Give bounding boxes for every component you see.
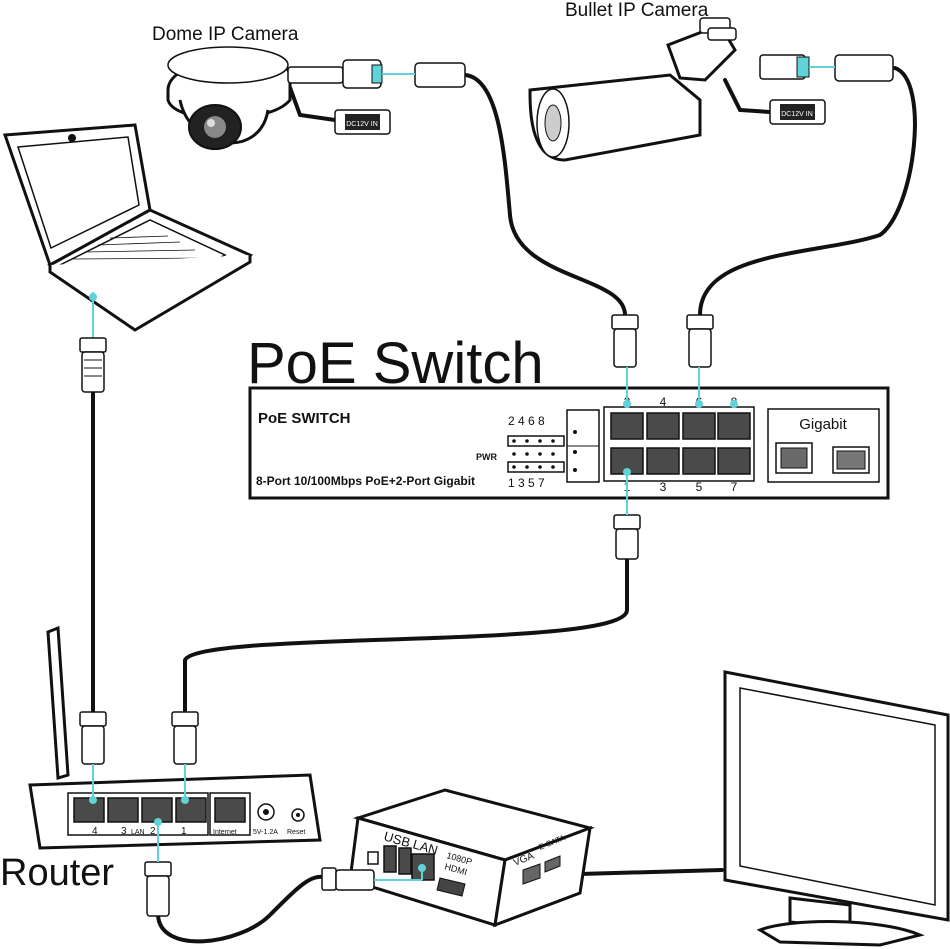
switch-port-label-7: 7	[731, 480, 738, 494]
poe-switch: PoE SWITCH 8-Port 10/100Mbps PoE+2-Port …	[248, 386, 890, 500]
router-port-3: 3	[121, 826, 127, 837]
router-port-4: 4	[92, 826, 98, 837]
cable-camera-power-dome	[286, 80, 337, 122]
nvr-box: USB LAN 1080P HDMI VGA E-SATA	[348, 788, 595, 928]
monitor	[723, 670, 950, 947]
switch-port-label-3: 3	[660, 480, 667, 494]
switch-ports-bottom	[610, 447, 751, 475]
switch-port-label-5: 5	[696, 480, 703, 494]
router-port-1: 1	[181, 826, 187, 837]
cable-switch-to-router	[183, 553, 629, 714]
dome-camera: DC12V IN	[166, 46, 466, 150]
switch-description: 8-Port 10/100Mbps PoE+2-Port Gigabit	[256, 474, 475, 488]
switch-led-even: 2 4 6 8	[508, 414, 545, 428]
dome-camera-label: Dome IP Camera	[152, 24, 299, 45]
laptop-plug	[79, 337, 107, 393]
router-links	[89, 764, 189, 862]
bullet-camera: DC12V IN	[528, 17, 894, 162]
dome-power-tag: DC12V IN	[346, 121, 378, 128]
switch-led-odd: 1 3 5 7	[508, 476, 545, 490]
bullet-power-tag: DC12V IN	[781, 111, 813, 118]
nvr-plug	[321, 867, 375, 891]
switch-title: PoE Switch	[247, 331, 544, 396]
switch-port-label-4: 4	[660, 395, 667, 409]
bullet-camera-label: Bullet IP Camera	[565, 0, 709, 21]
laptop	[2, 123, 254, 332]
cable-camera-power-bullet	[723, 78, 772, 114]
nvr-lan-label: LAN	[411, 836, 439, 857]
switch-plugs	[611, 314, 714, 560]
cable-dome-to-switch	[463, 73, 627, 317]
router-internet-label: Internet	[213, 829, 237, 836]
switch-ports-top	[610, 412, 751, 440]
router-power-label: 5V-1.2A	[253, 829, 278, 836]
nvr-usb-label: USB	[382, 828, 412, 850]
router-title: Router	[0, 852, 114, 894]
nvr-links	[374, 864, 426, 881]
cable-bullet-to-switch	[698, 66, 917, 317]
cable-router-to-nvr	[156, 874, 327, 944]
cables	[91, 66, 917, 944]
switch-links	[623, 367, 738, 515]
router-port-2: 2	[150, 826, 156, 837]
switch-pwr: PWR	[476, 452, 497, 462]
router-lan-label: LAN	[131, 829, 145, 836]
switch-brand: PoE SWITCH	[258, 410, 351, 427]
router-reset-label: Reset	[287, 829, 305, 836]
switch-gigabit-label: Gigabit	[799, 416, 847, 433]
